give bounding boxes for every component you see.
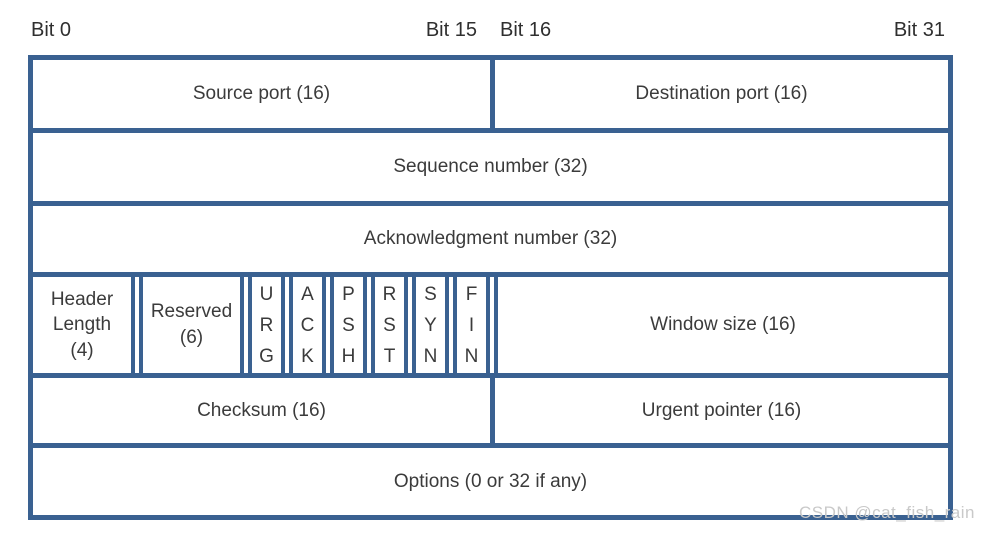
field-window-size: Window size (16)	[494, 277, 948, 373]
row-options: Options (0 or 32 if any)	[28, 443, 953, 520]
field-destination-port: Destination port (16)	[490, 60, 948, 128]
flag-cell-psh: P S H	[330, 277, 367, 373]
field-source-port: Source port (16)	[192, 83, 331, 104]
flag-cell-ack: A C K	[289, 277, 326, 373]
field-reserved: Reserved (6)	[139, 277, 244, 373]
row-ports: Source port (16) Destination port (16)	[28, 55, 953, 133]
field-sequence-number: Sequence number (32)	[393, 156, 588, 177]
row-checksum: Checksum (16) Urgent pointer (16)	[28, 373, 953, 448]
field-checksum: Checksum (16)	[197, 399, 326, 421]
bit-label-0: Bit 0	[31, 19, 72, 41]
flag-cell-fin: F I N	[453, 277, 490, 373]
flag-cell-syn: S Y N	[412, 277, 449, 373]
bit-label-15: Bit 15	[425, 19, 477, 41]
tcp-header-table: Source port (16) Destination port (16) S…	[28, 55, 953, 520]
field-options: Options (0 or 32 if any)	[393, 470, 588, 492]
field-urgent-pointer: Urgent pointer (16)	[490, 378, 948, 443]
row-sequence-number: Sequence number (32)	[28, 128, 953, 206]
row-acknowledgment-number: Acknowledgment number (32)	[28, 201, 953, 277]
bit-labels-right-half: Bit 16 Bit 31	[490, 19, 953, 47]
flag-cell-urg: U R G	[248, 277, 285, 373]
bit-label-31: Bit 31	[893, 19, 945, 41]
bit-labels-row: Bit 0 Bit 15 Bit 16 Bit 31	[28, 19, 953, 47]
bit-labels-left-half: Bit 0 Bit 15	[28, 19, 490, 47]
watermark: CSDN @cat_fish_rain	[798, 503, 975, 522]
field-acknowledgment-number: Acknowledgment number (32)	[363, 228, 618, 249]
field-header-length: Header Length (4)	[33, 277, 135, 373]
row-flags: Header Length (4) Reserved (6) U R G A C…	[28, 272, 953, 378]
flag-cell-rst: R S T	[371, 277, 408, 373]
bit-label-16: Bit 16	[500, 19, 552, 41]
